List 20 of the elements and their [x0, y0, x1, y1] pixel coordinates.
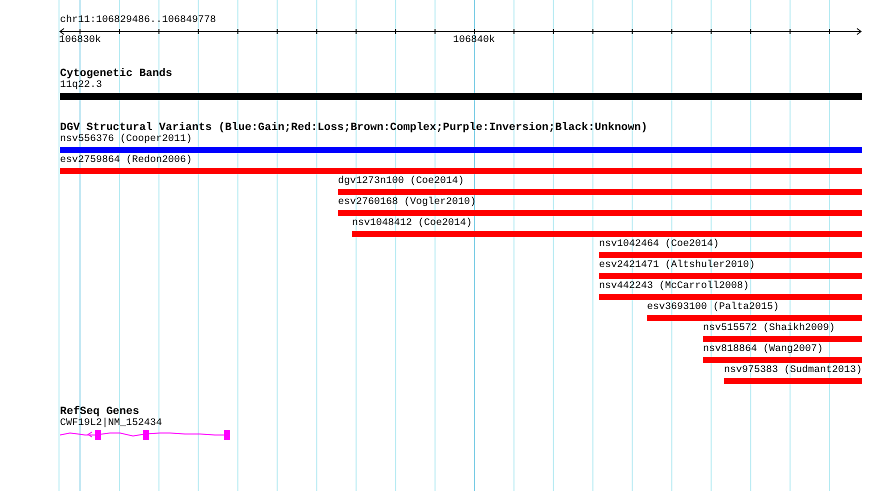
coordinate-label: chr11:106829486..106849778 [60, 15, 216, 27]
variant-label: esv2760168 (Vogler2010) [338, 197, 476, 209]
variant-label: nsv1042464 (Coe2014) [599, 239, 720, 251]
variant-label: nsv442243 (McCarroll2008) [599, 281, 750, 293]
variant-label: esv3693100 (Palta2015) [647, 302, 780, 314]
variant-label: esv2421471 (Altshuler2010) [599, 260, 756, 272]
track-title: Cytogenetic Bands [60, 68, 172, 80]
tick-label: 106840k [453, 35, 495, 47]
gene-label: CWF19L2|NM_152434 [60, 418, 162, 430]
variant-label: nsv818864 (Wang2007) [703, 344, 824, 356]
variant-label: dgv1273n100 (Coe2014) [338, 176, 464, 188]
variant-label: nsv1048412 (Coe2014) [352, 218, 472, 230]
variant-label: nsv515572 (Shaikh2009) [703, 323, 836, 335]
variant-label: nsv975383 (Sudmant2013) [724, 365, 862, 377]
variant-label: nsv556376 (Cooper2011) [60, 134, 192, 146]
track-title: RefSeq Genes [60, 406, 140, 418]
variant-label: esv2759864 (Redon2006) [60, 155, 192, 167]
band-label: 11q22.3 [60, 80, 102, 92]
tick-label: 106830k [59, 35, 101, 47]
track-title: DGV Structural Variants (Blue:Gain;Red:Loss;Brown:Complex;Purple:Inversion;Black:Unknown) [60, 122, 648, 134]
